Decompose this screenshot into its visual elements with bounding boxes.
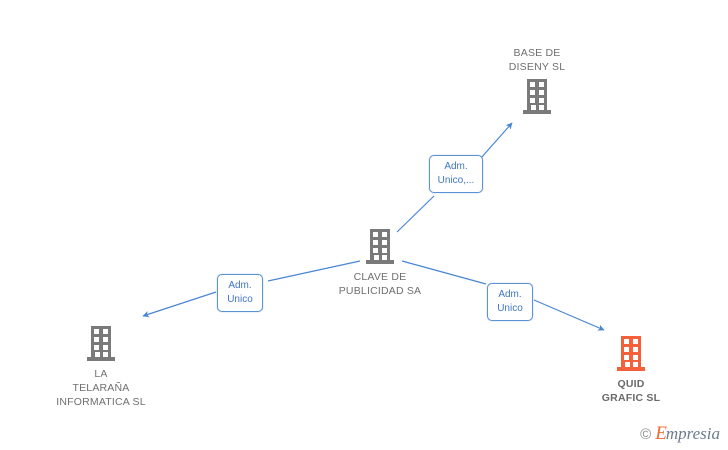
node-label-la-telarana-informatica: LA TELARAÑA INFORMATICA SL xyxy=(56,368,146,408)
edge-label-la-telarana[interactable]: Adm. Unico xyxy=(217,274,263,312)
watermark-brand-rest: mpresia xyxy=(665,424,720,443)
node-label-base-de-diseny: BASE DE DISENY SL xyxy=(508,47,566,73)
edge-to-quid-grafic xyxy=(401,260,605,331)
edge-to-la-telarana xyxy=(142,260,361,318)
building-icon xyxy=(366,229,394,264)
node-clave-de-publicidad[interactable]: CLAVE DE PUBLICIDAD SA xyxy=(300,228,460,298)
building-icon xyxy=(523,79,551,114)
watermark-empresia: © Empresia xyxy=(640,424,720,444)
building-icon xyxy=(87,326,115,361)
building-icon xyxy=(617,336,645,371)
node-label-quid-grafic: QUID GRAFIC SL xyxy=(601,378,661,404)
edge-label-base-de-diseny[interactable]: Adm. Unico,... xyxy=(429,155,483,193)
watermark-brand-initial: E xyxy=(655,423,667,444)
node-quid-grafic[interactable]: QUID GRAFIC SL xyxy=(551,335,711,405)
edge-label-quid-grafic[interactable]: Adm. Unico xyxy=(487,283,533,321)
copyright-icon: © xyxy=(640,425,652,443)
node-base-de-diseny[interactable]: BASE DE DISENY SL xyxy=(457,46,617,116)
node-label-clave-de-publicidad: CLAVE DE PUBLICIDAD SA xyxy=(338,271,422,297)
node-la-telarana-informatica[interactable]: LA TELARAÑA INFORMATICA SL xyxy=(21,325,181,409)
edge-to-base-de-diseny xyxy=(396,122,513,233)
